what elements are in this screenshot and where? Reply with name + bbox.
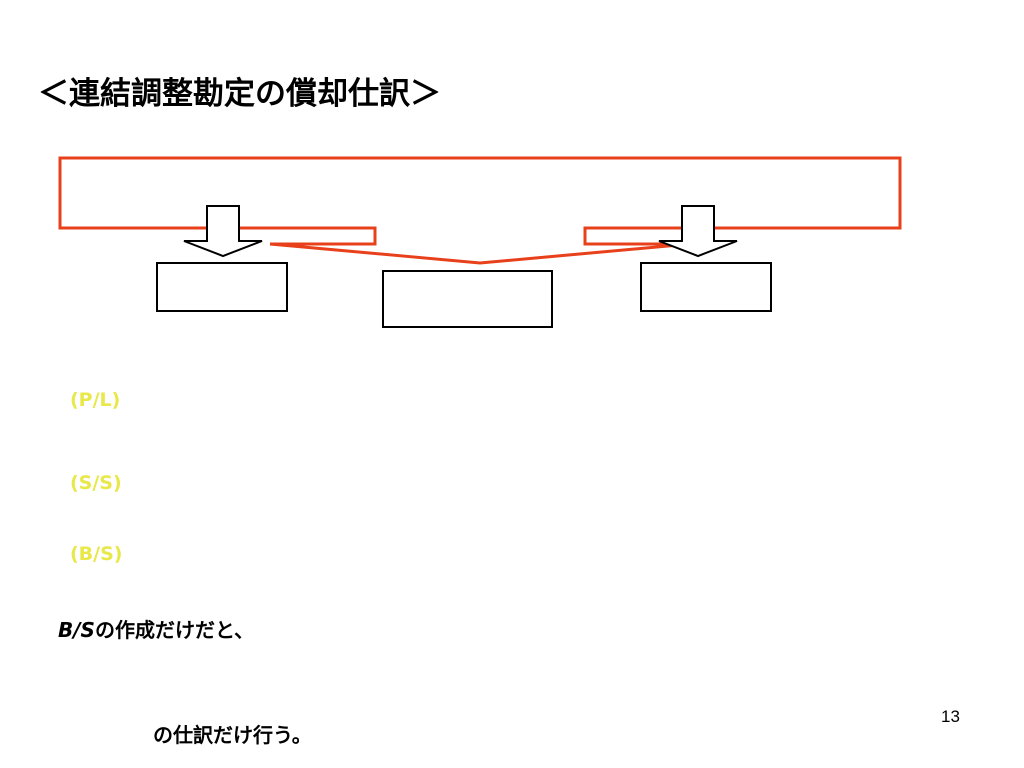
page-number: 13 (941, 707, 960, 726)
down-arrow-left (183, 205, 263, 258)
frame-left-part (58, 156, 902, 246)
account-box-left (156, 262, 288, 312)
down-arrow-right (658, 205, 738, 258)
label-pl: (P/L) (70, 389, 121, 411)
slide-title: ＜連結調整勘定の償却仕訳＞ (38, 76, 441, 112)
note-line-2: の仕訳だけ行う。 (153, 723, 312, 747)
note-line-1-text: の作成だけだと、 (94, 618, 255, 642)
account-box-center (382, 270, 553, 328)
account-box-right (640, 262, 772, 312)
label-ss: (S/S) (70, 472, 122, 494)
note-line-1: B/Sの作成だけだと、 (58, 614, 254, 643)
v-connector (269, 242, 691, 265)
note-bs-term: B/S (58, 618, 95, 642)
label-bs: (B/S) (70, 543, 123, 565)
